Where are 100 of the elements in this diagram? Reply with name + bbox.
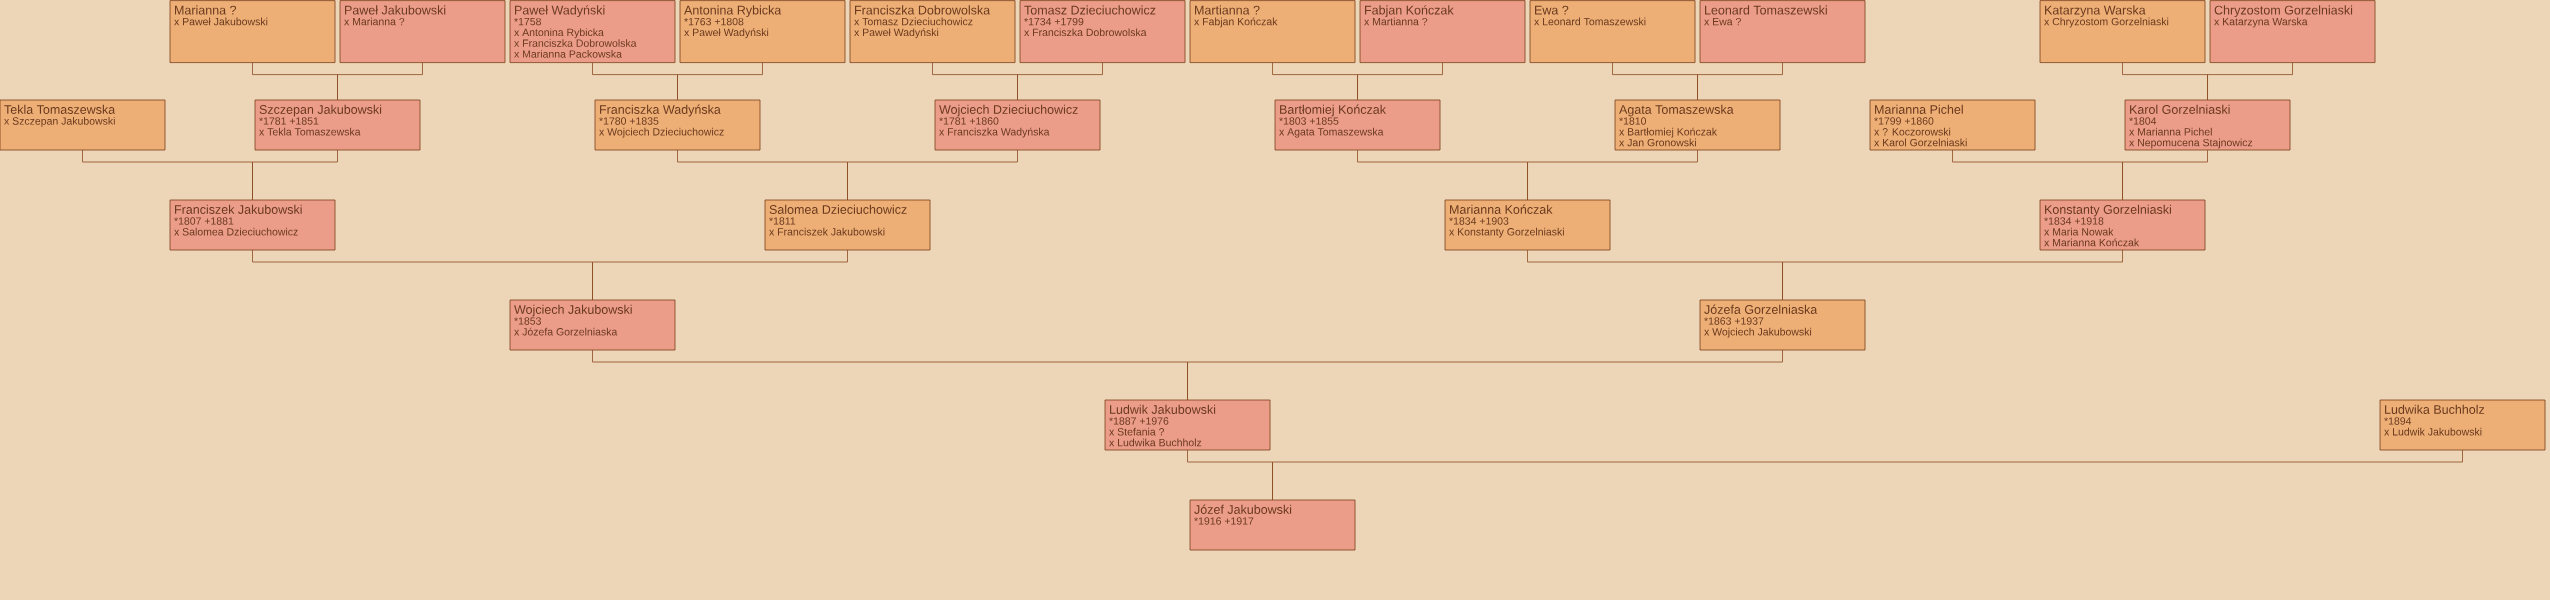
person-box	[0, 99, 166, 151]
person-box	[2039, 199, 2206, 251]
person-name: Bartłomiej Kończak	[1280, 104, 1386, 117]
spouse-name: x Karol Gorzelniaski	[1874, 138, 1967, 147]
spouse-name: x Martianna ?	[1364, 17, 1428, 26]
connector-line	[592, 249, 848, 301]
spouse-name: x Nepomucena Stajnowicz	[2129, 138, 2253, 149]
person-name: Wojciech Jakubowski	[514, 304, 632, 317]
person-name: Marianna Pichel	[1875, 104, 1963, 114]
person-name: Marianna Kończak	[1450, 204, 1553, 214]
life-dates: *1853	[514, 317, 541, 325]
person-box	[339, 0, 506, 63]
spouse-name: x Katarzyna Warska	[2214, 17, 2308, 28]
person-box	[1699, 299, 1866, 351]
life-dates: *1799 +1860	[1874, 117, 1934, 125]
person-name: Wojciech Dzieciuchowicz	[939, 104, 1078, 117]
person-box	[169, 0, 336, 63]
life-dates: *1810	[1619, 117, 1647, 125]
person-name: Ewa ?	[1535, 5, 1569, 15]
person-box	[1444, 199, 1611, 251]
spouse-name: x Paweł Jakubowski	[174, 17, 268, 26]
person-box	[509, 299, 676, 351]
person-box	[254, 99, 421, 151]
person-name: Salomea Dzieciuchowicz	[769, 204, 907, 214]
connector-line	[2207, 62, 2293, 101]
person-box	[1529, 0, 1696, 63]
connector-line	[847, 149, 1018, 201]
life-dates: *1834 +1918	[2044, 217, 2104, 225]
person-name: Franciszka Wadyńska	[600, 104, 721, 117]
person-name: Agata Tomaszewska	[1619, 104, 1734, 117]
connector-line	[2122, 149, 2208, 201]
spouse-name: x Tekla Tomaszewska	[259, 127, 361, 136]
spouse-name: x Paweł Wadyński	[684, 28, 769, 39]
spouse-name: x Ludwika Buchholz	[1109, 438, 1202, 447]
life-dates: *1863 +1937	[1704, 317, 1764, 325]
spouse-name: x ? Koczorowski	[1874, 127, 1951, 136]
spouse-name: x Ludwik Jakubowski	[2384, 427, 2482, 436]
person-box	[1189, 0, 1356, 63]
person-name: Chryzostom Gorzelniaski	[2214, 5, 2353, 17]
person-name: Leonard Tomaszewski	[1705, 5, 1827, 15]
person-box	[934, 99, 1101, 151]
person-box	[1189, 499, 1356, 551]
connector-line	[337, 62, 423, 101]
spouse-name: x Stefania ?	[1109, 427, 1165, 436]
connector-line	[1697, 62, 1783, 101]
spouse-name: x Ewa ?	[1704, 17, 1741, 26]
connector-line	[1782, 249, 2123, 301]
person-box	[2039, 0, 2206, 63]
connector-line	[1272, 449, 2463, 501]
spouse-name: x Leonard Tomaszewski	[1534, 17, 1646, 26]
spouse-name: x Józefa Gorzelniaska	[514, 327, 618, 336]
connector-line	[1357, 62, 1443, 101]
life-dates: *1781 +1860	[939, 117, 999, 125]
person-box	[1699, 0, 1866, 63]
life-dates: *1781 +1851	[259, 117, 319, 125]
spouse-name: x Tomasz Dzieciuchowicz	[854, 17, 973, 26]
spouse-name: x Szczepan Jakubowski	[4, 117, 115, 127]
person-box	[2379, 399, 2546, 451]
life-dates: *1758	[514, 17, 541, 26]
life-dates: *1804	[2129, 117, 2157, 125]
spouse-name: x Franciszka Dobrowolska	[514, 39, 637, 47]
person-name: Józefa Gorzelniaska	[1704, 304, 1818, 314]
life-dates: *1834 +1903	[1449, 217, 1509, 225]
person-box	[2124, 99, 2291, 151]
life-dates: *1916 +1917	[1194, 517, 1254, 525]
connector-line	[1187, 349, 1783, 401]
person-box	[1614, 99, 1781, 151]
person-box	[679, 0, 846, 63]
spouse-name: x Marianna Pichel	[2129, 127, 2212, 136]
life-dates: *1803 +1855	[1279, 117, 1339, 125]
person-box	[1104, 399, 1271, 451]
person-name: Franciszek Jakubowski	[175, 204, 302, 214]
connector-line	[1017, 62, 1103, 101]
spouse-name: x Antonina Rybicka	[514, 28, 604, 39]
spouse-name: x Paweł Wadyński	[854, 28, 939, 39]
spouse-name: x Agata Tomaszewska	[1279, 127, 1384, 138]
spouse-name: x Wojciech Dzieciuchowicz	[599, 127, 724, 138]
person-name: Paweł Wadyński	[515, 5, 605, 17]
spouse-name: x Marianna Kończak	[2044, 238, 2140, 247]
life-dates: *1763 +1808	[684, 17, 744, 26]
person-box	[849, 0, 1016, 63]
person-box	[1869, 99, 2036, 151]
connector-line	[252, 149, 338, 201]
person-name: Ludwika Buchholz	[2385, 404, 2485, 414]
spouse-name: x Fabjan Kończak	[1194, 17, 1278, 28]
person-name: Tekla Tomaszewska	[4, 104, 116, 114]
connector-line	[677, 62, 763, 101]
life-dates: *1734 +1799	[1024, 17, 1084, 26]
spouse-name: x Franciszka Dobrowolska	[1024, 28, 1147, 37]
life-dates: *1894	[2384, 417, 2412, 425]
spouse-name: x Wojciech Jakubowski	[1704, 327, 1812, 338]
person-name: Paweł Jakubowski	[345, 5, 446, 15]
person-box	[1274, 99, 1441, 151]
person-name: Ludwik Jakubowski	[1110, 404, 1216, 414]
spouse-name: x Chryzostom Gorzelniaski	[2044, 17, 2169, 28]
life-dates: *1887 +1976	[1109, 417, 1169, 425]
person-name: Marianna ?	[175, 5, 237, 15]
spouse-name: x Marianna ?	[344, 17, 405, 26]
person-box	[2209, 0, 2376, 63]
person-box	[764, 199, 931, 251]
